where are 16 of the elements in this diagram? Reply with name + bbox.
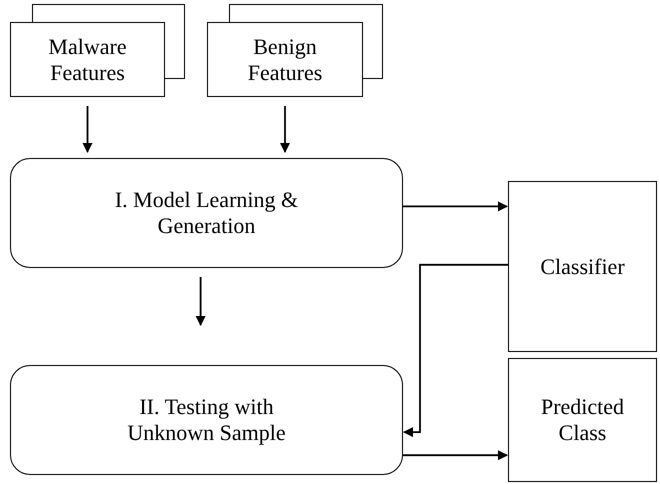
node-label: Predicted Class [540,394,626,446]
output-box [508,358,657,482]
arrow [82,106,92,153]
arrow [196,277,206,326]
node-label: II. Testing with Unknown Sample [126,394,287,446]
arrow [403,264,508,438]
node-label: Malware Features [47,34,128,86]
arrow [403,450,508,460]
output-box [508,181,657,352]
arrow [280,106,290,153]
process-box [10,158,403,268]
arrow [403,201,508,212]
process-box [10,365,403,475]
node-label: I. Model Learning & Generation [114,187,300,239]
node-label: Classifier [540,254,625,280]
node-label: Benign Features [246,34,324,86]
